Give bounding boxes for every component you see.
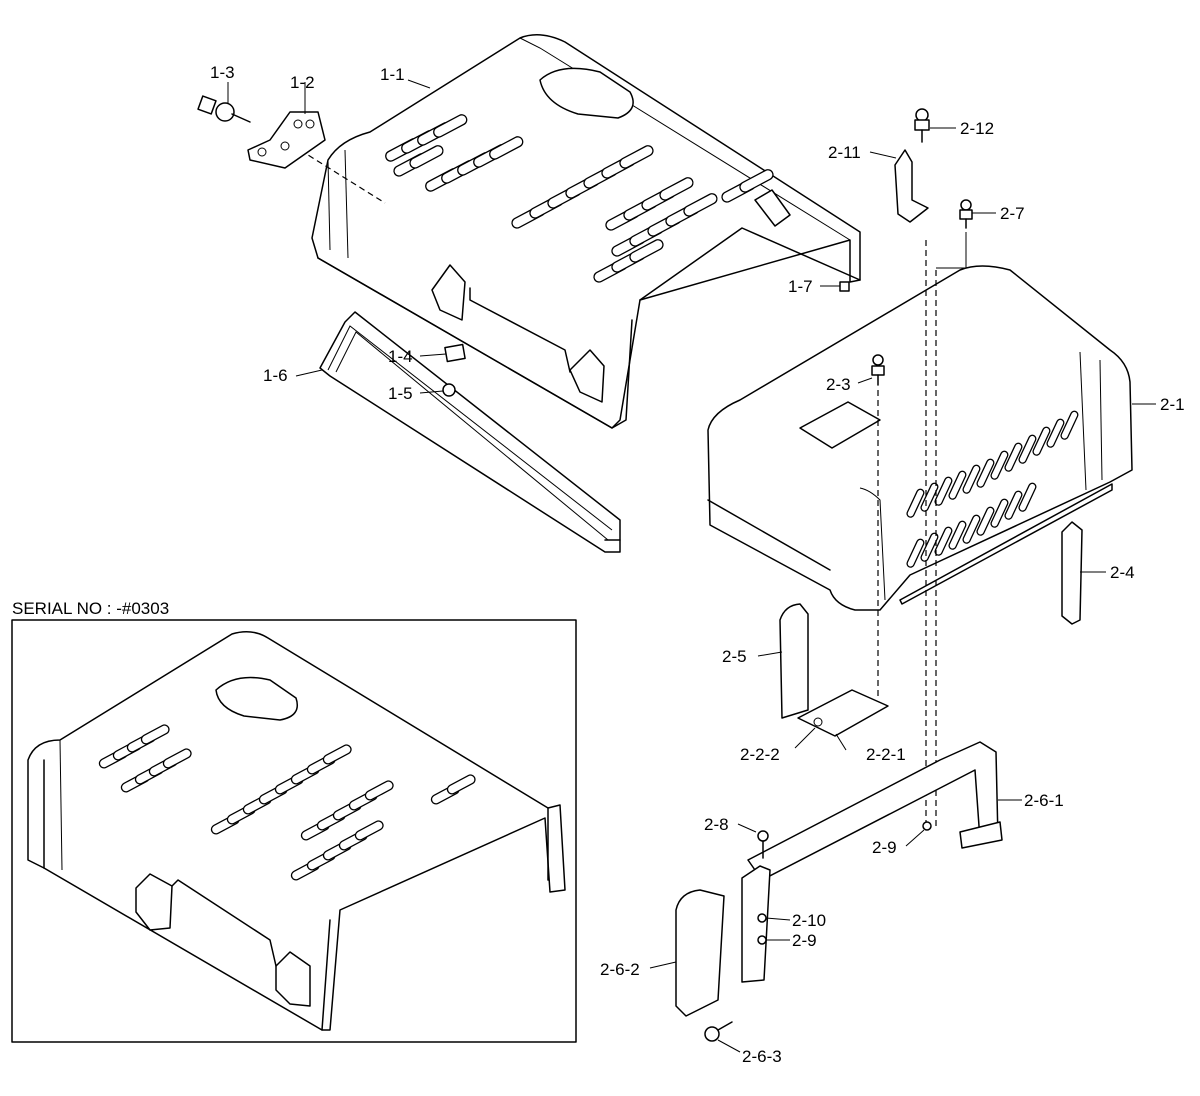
bracket-2-6-2 [675, 865, 771, 1017]
vent-slots-lower [906, 410, 1079, 568]
plate-2-2 [797, 689, 889, 737]
callout-2-12: 2-12 [960, 119, 994, 138]
bolt-2-8 [757, 830, 769, 859]
callout-2-7: 2-7 [1000, 204, 1025, 223]
callout-1-6: 1-6 [263, 366, 288, 385]
callout-2-9-b: 2-9 [792, 931, 817, 950]
serial-note: SERIAL NO : -#0303 [12, 599, 169, 618]
callout-2-3: 2-3 [826, 375, 851, 394]
bolt-2-7 [959, 199, 973, 229]
callout-2-1: 2-1 [1160, 395, 1185, 414]
callout-2-8: 2-8 [704, 815, 729, 834]
clip-1-4 [444, 343, 466, 363]
callout-2-6-2: 2-6-2 [600, 960, 640, 979]
callout-1-1: 1-1 [380, 65, 405, 84]
inset-cover [27, 631, 566, 1031]
hinge-plate [247, 111, 326, 169]
washer-2-9b [757, 935, 767, 945]
inset-vent-slots [98, 724, 476, 881]
callout-2-6-3: 2-6-3 [742, 1047, 782, 1066]
callout-2-9-a: 2-9 [872, 838, 897, 857]
callout-1-5: 1-5 [388, 384, 413, 403]
washer-2-10 [757, 913, 767, 923]
bolt-1-5 [442, 383, 456, 397]
callout-1-2: 1-2 [290, 73, 315, 92]
callout-2-11: 2-11 [828, 143, 861, 162]
callout-2-6-1: 2-6-1 [1024, 791, 1064, 810]
callout-labels: 1-3 1-2 1-1 1-4 1-5 1-6 1-7 2-12 2-11 2-… [210, 63, 1185, 1066]
callout-2-2-1: 2-2-1 [866, 745, 906, 764]
callout-1-7: 1-7 [788, 277, 813, 296]
callout-2-10: 2-10 [792, 911, 826, 930]
vent-slots-upper [385, 114, 774, 283]
callout-1-4: 1-4 [388, 347, 413, 366]
leader-lines [227, 79, 1156, 1053]
lower-engine-cover [707, 265, 1133, 611]
frame-2-6-1 [747, 741, 1003, 881]
bolt-2-3 [871, 354, 885, 386]
side-plate-2-5 [779, 603, 809, 719]
bolt-2-12 [914, 108, 930, 143]
side-plate-2-4 [1061, 521, 1083, 625]
callout-2-4: 2-4 [1110, 563, 1135, 582]
upper-engine-cover [299, 34, 861, 429]
rubber-seal-strip [319, 311, 621, 553]
washer-2-9a [922, 821, 932, 831]
serial-variant-inset: SERIAL NO : -#0303 [11, 599, 577, 1043]
callout-1-3: 1-3 [210, 63, 235, 82]
bolt-1-3 [197, 95, 251, 123]
bolt-2-6-3 [704, 1021, 733, 1042]
callout-2-5: 2-5 [722, 647, 747, 666]
part-1-7 [839, 281, 850, 292]
callout-2-2-2: 2-2-2 [740, 745, 780, 764]
latch-2-11 [894, 149, 929, 223]
